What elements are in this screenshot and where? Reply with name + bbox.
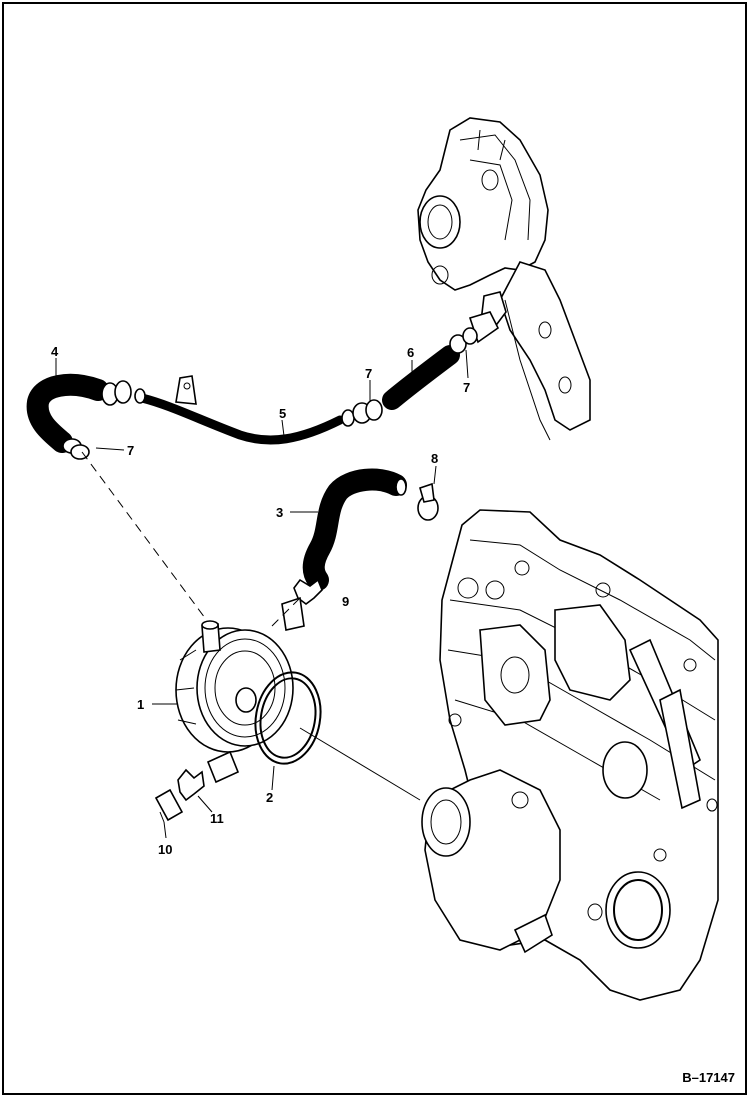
hose-clamp: [177, 768, 205, 802]
callout-5: 5: [279, 406, 286, 421]
fitting: [154, 788, 184, 823]
callout-11: 11: [210, 811, 224, 826]
callout-9: 9: [342, 594, 349, 609]
hose-3: [302, 468, 407, 591]
o-ring: [254, 671, 322, 765]
hose-clamp: [449, 327, 478, 354]
assembly-line: [271, 597, 301, 627]
callout-2: 2: [266, 790, 273, 805]
callout-4: 4: [51, 344, 59, 359]
hose-clamp: [281, 578, 323, 631]
callout-7: 7: [463, 380, 470, 395]
hose-6: [382, 345, 460, 410]
engine-block: [421, 509, 719, 1001]
water-pump-housing: [417, 117, 591, 441]
figure-id: B–17147: [682, 1070, 735, 1085]
callout-10: 10: [158, 842, 172, 857]
callout-7: 7: [365, 366, 372, 381]
coolant-tube-5: [137, 375, 345, 445]
leader-lines: [55, 349, 469, 839]
assembly-line: [299, 727, 421, 801]
callout-3: 3: [276, 505, 283, 520]
callout-8: 8: [431, 451, 438, 466]
hose-clamp: [341, 399, 383, 427]
assembly-line: [81, 451, 206, 619]
hose-4: [26, 373, 109, 453]
oil-cooler: [175, 620, 294, 784]
callout-7: 7: [127, 443, 134, 458]
hose-clamp: [101, 380, 146, 406]
hose-clamp: [417, 482, 439, 521]
callout-1: 1: [137, 697, 144, 712]
callout-6: 6: [407, 345, 414, 360]
